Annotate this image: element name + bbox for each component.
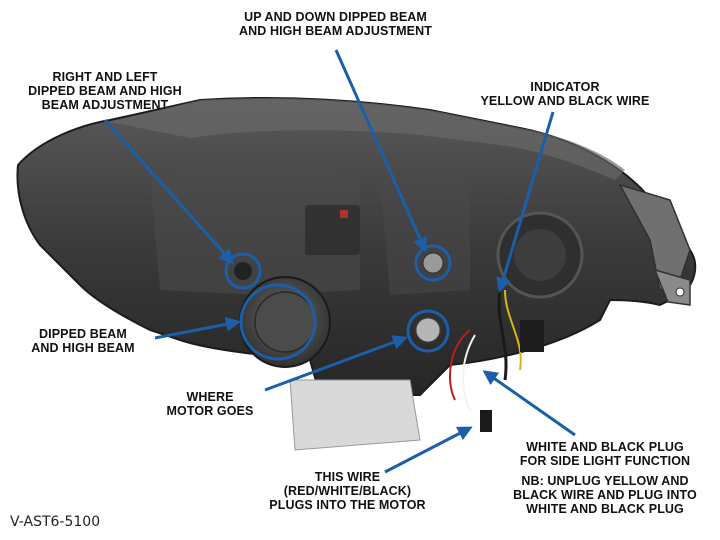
label-line: AND HIGH BEAM ADJUSTMENT xyxy=(239,24,432,38)
label-line: DIPPED BEAM AND HIGH xyxy=(28,84,182,98)
label-line: UP AND DOWN DIPPED BEAM xyxy=(244,10,427,24)
label-note: NB: UNPLUG YELLOW AND BLACK WIRE AND PLU… xyxy=(495,474,715,516)
arrow-right-left xyxy=(103,119,234,265)
label-line: YELLOW AND BLACK WIRE xyxy=(480,94,650,108)
label-line: THIS WIRE xyxy=(314,470,381,484)
label-indicator-wire: INDICATOR YELLOW AND BLACK WIRE xyxy=(470,80,660,108)
arrow-up-down xyxy=(334,49,427,253)
label-line: MOTOR GOES xyxy=(166,404,254,418)
label-line: WHERE xyxy=(186,390,234,404)
label-line: DIPPED BEAM xyxy=(39,327,127,341)
label-line: RIGHT AND LEFT xyxy=(52,70,158,84)
label-line: AND HIGH BEAM xyxy=(31,341,135,355)
label-white-black-plug: WHITE AND BLACK PLUG FOR SIDE LIGHT FUNC… xyxy=(495,440,715,468)
label-line: WHITE AND BLACK PLUG xyxy=(526,502,684,516)
product-code: V-AST6-5100 xyxy=(10,514,101,530)
arrow-indicator xyxy=(496,111,555,293)
label-motor: WHERE MOTOR GOES xyxy=(160,390,260,418)
label-this-wire: THIS WIRE (RED/WHITE/BLACK) PLUGS INTO T… xyxy=(260,470,435,512)
label-line: BLACK WIRE AND PLUG INTO xyxy=(513,488,697,502)
housing-top-rim xyxy=(110,98,625,180)
label-line: PLUGS INTO THE MOTOR xyxy=(269,498,426,512)
label-dipped-high-beam: DIPPED BEAM AND HIGH BEAM xyxy=(28,327,138,355)
label-up-down-adjustment: UP AND DOWN DIPPED BEAM AND HIGH BEAM AD… xyxy=(228,10,443,38)
label-line: BEAM ADJUSTMENT xyxy=(41,98,169,112)
arrow-motor xyxy=(264,335,408,392)
label-line: INDICATOR xyxy=(530,80,600,94)
label-line: NB: UNPLUG YELLOW AND xyxy=(521,474,689,488)
arrow-this-wire xyxy=(384,426,473,474)
label-right-left-adjustment: RIGHT AND LEFT DIPPED BEAM AND HIGH BEAM… xyxy=(15,70,195,112)
label-line: FOR SIDE LIGHT FUNCTION xyxy=(519,454,691,468)
arrow-white-black-plug xyxy=(482,370,576,437)
arrow-dipped-high xyxy=(154,316,241,340)
label-line: (RED/WHITE/BLACK) xyxy=(283,484,412,498)
label-line: WHITE AND BLACK PLUG xyxy=(526,440,684,454)
